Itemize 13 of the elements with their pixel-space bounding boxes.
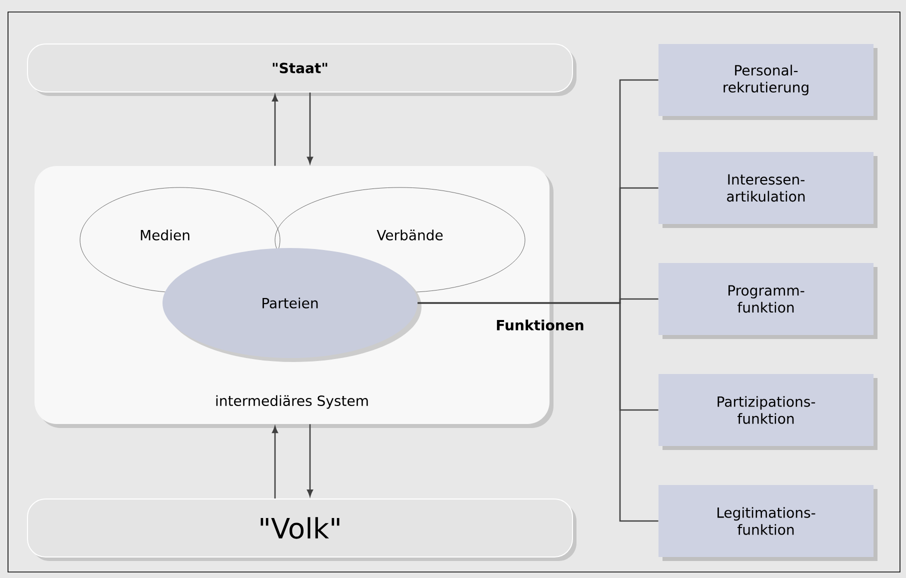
function-box: Partizipations- funktion	[658, 374, 878, 450]
band: "Staat"	[27, 44, 576, 96]
connector	[272, 426, 278, 498]
connector	[272, 94, 278, 166]
connector	[307, 92, 313, 164]
connector	[418, 302, 658, 522]
function-box: Interessen- artikulation	[658, 152, 878, 228]
function-box: Programm- funktion	[658, 262, 878, 339]
function-box: Legitimations- funktion	[658, 484, 878, 561]
band: "Volk"	[27, 498, 576, 561]
edge-label: Funktionen	[496, 320, 584, 330]
function-box: Personal- rekrutierung	[658, 44, 878, 120]
connector	[307, 424, 313, 497]
